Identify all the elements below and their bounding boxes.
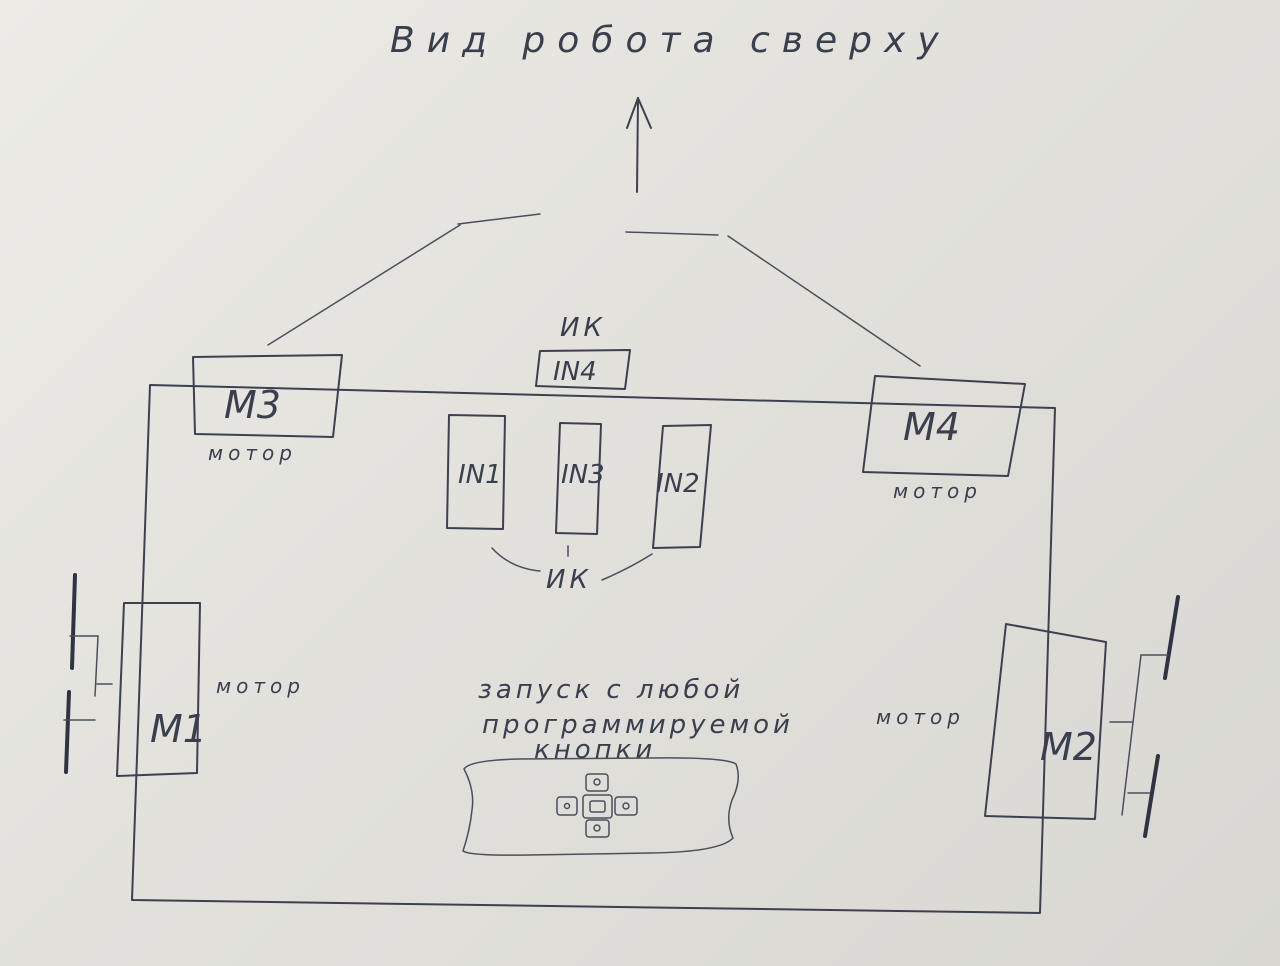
ir-sensor-in3-label: IN3 [561,460,605,490]
direction-arrow-icon [626,97,652,193]
button-center-icon [582,794,613,819]
button-left-icon [556,796,578,816]
ir-sensor-in2-label: IN2 [656,469,700,499]
ir-sensor-in1: IN1 [446,414,506,530]
ir-bottom-caption: ИК [546,565,592,595]
button-up-icon [585,773,609,792]
motor-m2: M2 мотор [876,623,1107,820]
start-note-line2: программируемой [482,710,794,740]
ir-sensor-in1-label: IN1 [458,460,502,490]
motor-m4: M4 мотор [862,375,1026,503]
button-board [462,757,739,856]
start-note: запуск с любой программируемой кнопки [478,675,794,765]
button-down-icon [585,819,610,838]
robot-chassis [131,384,1056,914]
ir-top-caption: ИК [560,313,606,343]
ir-sensor-in4-label: IN4 [553,357,597,387]
motor-m2-label: M2 [1040,725,1097,769]
ir-group-brace: ИК [491,545,653,595]
motor-m4-label: M4 [903,405,960,449]
motor-m1-label: M1 [150,707,207,751]
motor-m1-caption: мотор [216,674,305,698]
front-bumper-outline [267,213,921,367]
motor-m1: M1 мотор [116,602,305,777]
start-note-line3: кнопки [534,735,656,765]
button-right-icon [614,796,638,816]
motor-m3-caption: мотор [208,441,297,465]
wheel-right-icon [1109,595,1180,838]
motor-m4-caption: мотор [893,479,982,503]
motor-m2-caption: мотор [876,705,965,729]
start-note-line1: запуск с любой [478,675,744,705]
motor-m3-label: M3 [224,383,281,427]
ir-sensor-in4: ИК IN4 [535,313,631,390]
wheel-left-icon [63,573,113,774]
motor-m3: M3 мотор [192,354,343,465]
diagram-title: Вид робота сверху [390,20,951,61]
ir-sensor-in2: IN2 [652,424,712,549]
ir-sensor-in3: IN3 [555,422,605,535]
